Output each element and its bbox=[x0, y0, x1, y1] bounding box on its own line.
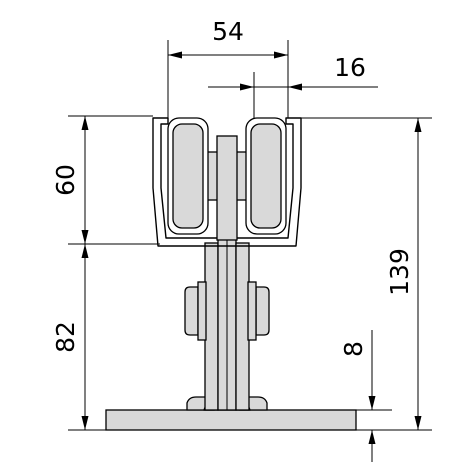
side-nut-right bbox=[255, 286, 270, 336]
stem-plate-left bbox=[204, 242, 219, 411]
dim-60-label: 60 bbox=[51, 164, 80, 196]
wheel-left-inner bbox=[172, 123, 204, 229]
dim-54-arrow-left bbox=[168, 51, 182, 59]
dim-8-arrow-bottom bbox=[368, 430, 376, 444]
dim-54-label: 54 bbox=[212, 17, 244, 46]
stem-plate-right bbox=[235, 242, 250, 411]
dim-139-arrow-top bbox=[414, 118, 422, 132]
side-nut-left bbox=[184, 286, 199, 336]
dim-54-arrow-right bbox=[274, 51, 288, 59]
dim-60-arrow-top bbox=[81, 116, 89, 130]
side-washer-right bbox=[247, 281, 257, 341]
dim-139-arrow-bottom bbox=[414, 416, 422, 430]
dim-82-label: 82 bbox=[51, 321, 80, 353]
side-washer-left bbox=[197, 281, 207, 341]
dim-16-arrow-left bbox=[240, 83, 254, 91]
roller-housing-outer bbox=[152, 117, 302, 247]
base-plate bbox=[105, 409, 357, 431]
dim-16-arrow-right bbox=[288, 83, 302, 91]
axle-center bbox=[216, 135, 238, 241]
wheel-right-inner bbox=[250, 123, 282, 229]
dim-82-arrow-bottom bbox=[81, 416, 89, 430]
dim-8-arrow-top bbox=[368, 396, 376, 410]
dim-60-arrow-bottom bbox=[81, 230, 89, 244]
dim-8-label: 8 bbox=[339, 341, 368, 357]
dim-16-label: 16 bbox=[334, 53, 366, 82]
dim-139-label: 139 bbox=[385, 248, 414, 296]
dim-82-arrow-top bbox=[81, 244, 89, 258]
